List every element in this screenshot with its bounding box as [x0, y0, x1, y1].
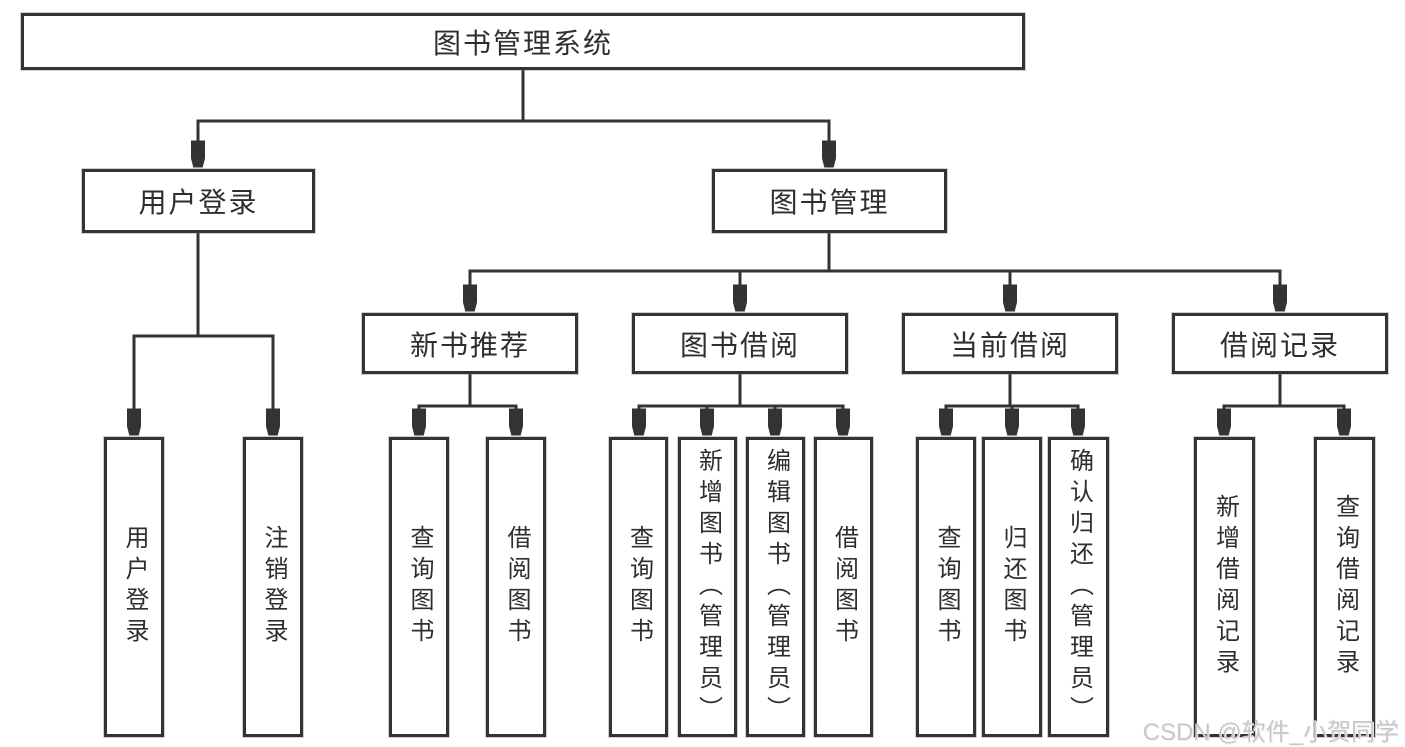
node-borrow-books-borrowing-label: 借阅图书 [830, 525, 858, 649]
node-logout: 注销登录 [243, 437, 303, 737]
node-borrow-books-recommend: 借阅图书 [486, 437, 546, 737]
connector-current-borrowing-children [945, 374, 1080, 435]
connector-root-to-level2 [197, 70, 831, 167]
node-add-borrow-record: 新增借阅记录 [1194, 437, 1255, 737]
node-confirm-return-admin: 确认归还（管理员） [1048, 437, 1109, 737]
connector-borrowing-records-children [1223, 374, 1346, 435]
node-query-books-current-label: 查询图书 [933, 525, 960, 649]
node-return-books-label: 归还图书 [999, 525, 1026, 649]
node-query-books-borrowing-label: 查询图书 [625, 525, 653, 649]
node-book-management: 图书管理 [712, 169, 947, 233]
node-borrow-books-borrowing: 借阅图书 [814, 437, 873, 737]
node-book-borrowing-label: 图书借阅 [679, 329, 800, 361]
connector-book-borrowing-children [638, 374, 845, 435]
node-add-borrow-record-label: 新增借阅记录 [1211, 494, 1239, 680]
csdn-watermark: CSDN @软件_小贺同学 [1142, 719, 1399, 746]
node-query-books-recommend-label: 查询图书 [406, 525, 433, 649]
node-library-system-label: 图书管理系统 [432, 27, 613, 59]
node-query-books-current: 查询图书 [916, 437, 976, 737]
node-current-borrowing-label: 当前借阅 [949, 329, 1070, 361]
node-borrow-books-recommend-label: 借阅图书 [503, 525, 530, 649]
node-borrowing-records: 借阅记录 [1172, 313, 1388, 374]
node-book-management-label: 图书管理 [769, 187, 890, 218]
node-edit-books-admin: 编辑图书（管理员） [746, 437, 805, 737]
node-return-books: 归还图书 [982, 437, 1042, 737]
node-borrowing-records-label: 借阅记录 [1219, 329, 1340, 361]
node-query-borrow-record: 查询借阅记录 [1314, 437, 1375, 737]
node-query-books-recommend: 查询图书 [389, 437, 449, 737]
node-query-borrow-record-label: 查询借阅记录 [1331, 494, 1359, 680]
connector-book-management-to-level3 [469, 233, 1282, 311]
node-current-borrowing: 当前借阅 [902, 313, 1118, 374]
node-user-login-module: 用户登录 [82, 169, 315, 233]
node-edit-books-admin-label: 编辑图书（管理员） [762, 447, 790, 727]
node-user-login-label: 用户登录 [121, 525, 148, 649]
node-add-books-admin-label: 新增图书（管理员） [694, 447, 722, 727]
node-user-login: 用户登录 [104, 437, 164, 737]
node-new-book-recommend: 新书推荐 [362, 313, 578, 374]
node-logout-label: 注销登录 [260, 525, 287, 649]
node-query-books-borrowing: 查询图书 [609, 437, 668, 737]
node-confirm-return-admin-label: 确认归还（管理员） [1065, 447, 1093, 727]
node-user-login-module-label: 用户登录 [138, 187, 259, 218]
node-book-borrowing: 图书借阅 [632, 313, 848, 374]
node-library-system: 图书管理系统 [21, 13, 1025, 70]
node-add-books-admin: 新增图书（管理员） [678, 437, 737, 737]
connector-user-login-children [133, 233, 275, 435]
connector-new-book-recommend-children [418, 374, 518, 435]
node-new-book-recommend-label: 新书推荐 [409, 329, 530, 361]
